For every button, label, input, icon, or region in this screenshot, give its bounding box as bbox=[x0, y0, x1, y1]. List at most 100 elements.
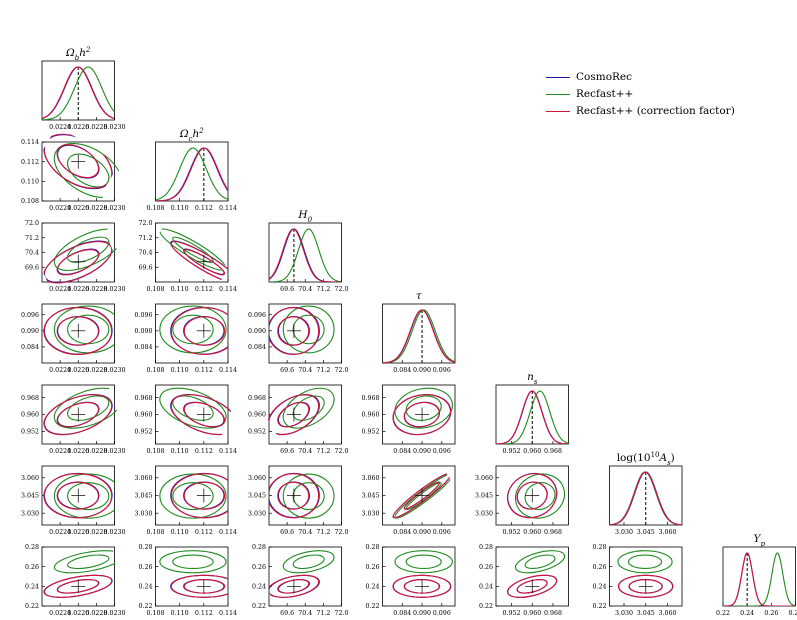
contour-2-1 bbox=[506, 574, 558, 598]
contour-2-1 bbox=[43, 473, 113, 519]
contour-2-1 bbox=[506, 473, 558, 519]
panel-title: ns bbox=[527, 371, 538, 386]
marginal-curve-0 bbox=[723, 552, 796, 606]
contour-1-0 bbox=[405, 554, 442, 570]
contour-1-1 bbox=[394, 387, 453, 429]
panel-frame bbox=[382, 303, 456, 364]
x-tick-label: 0.0228 bbox=[85, 205, 107, 212]
x-tick-label: 0.112 bbox=[195, 610, 213, 617]
legend-label-cosmorec: CosmoRec bbox=[576, 71, 633, 83]
x-tick-label: 0.0226 bbox=[67, 124, 89, 131]
x-tick-label: 0.0228 bbox=[85, 367, 107, 374]
y-tick-label: 0.952 bbox=[21, 429, 39, 436]
panel-title: H0 bbox=[297, 209, 312, 224]
panel-title: Ωbh2 bbox=[65, 46, 91, 62]
x-tick-label: 0.26 bbox=[764, 610, 778, 617]
x-tick-label: 0.0224 bbox=[49, 205, 71, 212]
panel-frame bbox=[155, 303, 229, 364]
contour-1-1 bbox=[394, 550, 453, 574]
y-tick-label: 0.28 bbox=[479, 544, 493, 551]
contour-2-1 bbox=[43, 133, 113, 189]
y-tick-label: 3.030 bbox=[475, 510, 493, 517]
y-tick-label: 0.112 bbox=[21, 159, 39, 166]
x-tick-label: 0.0230 bbox=[103, 205, 125, 212]
y-tick-label: 3.045 bbox=[248, 493, 266, 500]
contour-2-1 bbox=[170, 241, 239, 284]
contour-2-0 bbox=[183, 481, 226, 510]
contour-2-0 bbox=[403, 401, 440, 428]
x-tick-label: 0.0226 bbox=[67, 610, 89, 617]
contour-2-0 bbox=[56, 316, 100, 346]
contour-1-0 bbox=[627, 554, 663, 570]
contour-2-0 bbox=[277, 579, 310, 594]
x-tick-label: 0.108 bbox=[146, 448, 164, 455]
y-tick-label: 0.114 bbox=[21, 139, 39, 146]
y-tick-label: 70.4 bbox=[25, 250, 39, 257]
x-tick-label: 70.4 bbox=[298, 367, 312, 374]
marginal-curve-0 bbox=[155, 147, 228, 201]
contour-2-0 bbox=[56, 481, 100, 510]
x-tick-label: 72.0 bbox=[334, 448, 348, 455]
y-tick-label: 3.045 bbox=[361, 493, 379, 500]
contour-2-0 bbox=[403, 481, 440, 510]
contour-1-0 bbox=[292, 554, 325, 570]
x-tick-label: 71.2 bbox=[316, 529, 330, 536]
x-tick-label: 0.0230 bbox=[103, 286, 125, 293]
y-tick-label: 0.26 bbox=[592, 564, 606, 571]
x-tick-label: 69.6 bbox=[280, 367, 294, 374]
y-tick-label: 0.968 bbox=[21, 395, 39, 402]
x-tick-label: 0.084 bbox=[393, 367, 411, 374]
marginal-curve-2 bbox=[496, 390, 569, 444]
marginal-curve-2 bbox=[269, 228, 342, 282]
y-tick-label: 71.2 bbox=[138, 235, 152, 242]
contour-1-0 bbox=[524, 482, 556, 511]
x-tick-label: 70.4 bbox=[298, 529, 312, 536]
contour-1-1 bbox=[282, 305, 335, 354]
contour-1-1 bbox=[53, 550, 122, 574]
x-tick-label: 71.2 bbox=[316, 286, 330, 293]
marginal-curve-2 bbox=[723, 552, 796, 606]
y-tick-label: 0.090 bbox=[248, 328, 266, 335]
panel-frame bbox=[382, 546, 456, 607]
contour-1-0 bbox=[172, 314, 214, 345]
y-tick-label: 3.030 bbox=[248, 510, 266, 517]
panel-frame bbox=[722, 546, 796, 607]
x-tick-label: 70.4 bbox=[298, 610, 312, 617]
contour-1-1 bbox=[159, 305, 227, 354]
x-tick-label: 0.0228 bbox=[85, 286, 107, 293]
y-tick-label: 0.108 bbox=[21, 198, 39, 205]
x-tick-label: 72.0 bbox=[334, 529, 348, 536]
x-tick-label: 0.114 bbox=[219, 367, 237, 374]
x-tick-label: 69.6 bbox=[280, 529, 294, 536]
x-tick-label: 69.6 bbox=[280, 448, 294, 455]
y-tick-label: 0.096 bbox=[21, 312, 39, 319]
contour-1-0 bbox=[67, 314, 110, 345]
y-tick-label: 72.0 bbox=[25, 220, 39, 227]
panel-6-6: 0.220.240.260.28Yp bbox=[716, 533, 797, 617]
y-tick-label: 3.060 bbox=[475, 475, 493, 482]
x-tick-label: 0.0228 bbox=[85, 610, 107, 617]
x-tick-label: 0.114 bbox=[219, 286, 237, 293]
y-tick-label: 0.960 bbox=[21, 412, 39, 419]
contour-1-1 bbox=[282, 473, 335, 519]
contour-1-1 bbox=[394, 473, 453, 519]
y-tick-label: 0.22 bbox=[252, 603, 266, 610]
y-tick-label: 0.28 bbox=[365, 544, 379, 551]
y-tick-label: 0.110 bbox=[21, 179, 39, 186]
x-tick-label: 3.060 bbox=[658, 610, 676, 617]
x-tick-label: 0.114 bbox=[219, 448, 237, 455]
contour-1-1 bbox=[282, 550, 335, 574]
contour-2-1 bbox=[170, 574, 228, 598]
y-tick-label: 3.045 bbox=[475, 493, 493, 500]
y-tick-label: 0.084 bbox=[248, 344, 266, 351]
x-tick-label: 0.112 bbox=[195, 286, 213, 293]
panel-frame bbox=[268, 465, 342, 526]
